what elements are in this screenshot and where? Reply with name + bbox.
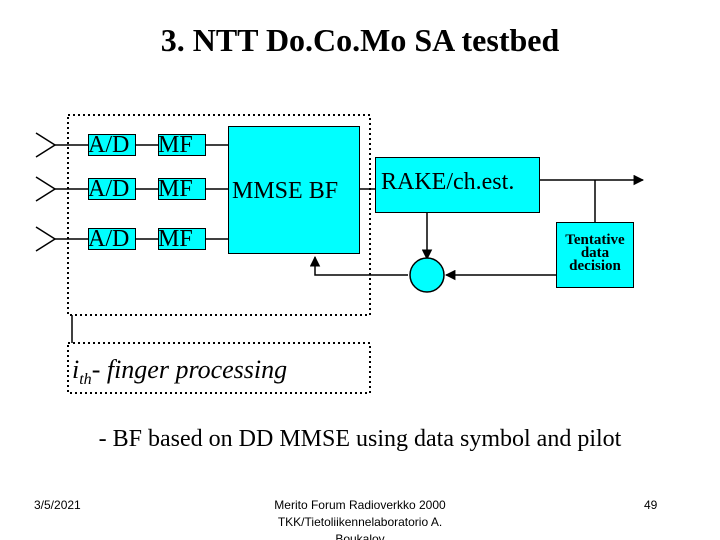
ad-converter-block-3 bbox=[88, 228, 136, 250]
ad-label-2: A/D bbox=[88, 176, 130, 202]
matched-filter-block-3 bbox=[158, 228, 206, 250]
matched-filter-block-2 bbox=[158, 178, 206, 200]
combiner-node bbox=[409, 257, 445, 293]
ad-converter-block-1 bbox=[88, 134, 136, 156]
mmse-bf-block bbox=[228, 126, 360, 254]
mf-label-3: MF bbox=[158, 226, 193, 252]
mmse-bf-label: MMSE BF bbox=[232, 178, 339, 204]
footer-center-line-1: Merito Forum Radioverkko 2000 bbox=[274, 498, 446, 512]
footer-page-number: 49 bbox=[644, 498, 658, 512]
mf-label-2: MF bbox=[158, 176, 193, 202]
footer-center: Merito Forum Radioverkko 2000 TKK/Tietol… bbox=[255, 497, 465, 540]
tentative-decision-block bbox=[556, 222, 634, 288]
footer-center-line-3: Boukalov bbox=[335, 532, 385, 540]
matched-filter-block-1 bbox=[158, 134, 206, 156]
ad-label-1: A/D bbox=[88, 132, 130, 158]
finger-processing-boundary bbox=[67, 342, 371, 394]
footer-center-line-2: TKK/Tietoliikennelaboratorio A. bbox=[277, 515, 443, 529]
footer-date: 3/5/2021 bbox=[34, 498, 81, 512]
finger-subscript: th bbox=[79, 371, 92, 389]
tentative-decision-label: Tentative data decision bbox=[556, 232, 634, 274]
rake-channel-estimation-block bbox=[375, 157, 540, 213]
beamformer-boundary bbox=[67, 114, 371, 316]
finger-prefix: i bbox=[72, 355, 80, 384]
finger-processing-label: ith- finger processing bbox=[72, 355, 287, 389]
beamforming-note: - BF based on DD MMSE using data symbol … bbox=[98, 426, 622, 452]
finger-text: - finger processing bbox=[91, 355, 288, 384]
ad-converter-block-2 bbox=[88, 178, 136, 200]
tentative-line-2: data bbox=[580, 245, 610, 261]
mf-label-1: MF bbox=[158, 132, 193, 158]
antenna-elements bbox=[35, 132, 88, 252]
rake-label: RAKE/ch.est. bbox=[381, 169, 515, 195]
slide-title: 3. NTT Do.Co.Mo SA testbed bbox=[160, 22, 560, 58]
ad-label-3: A/D bbox=[88, 226, 130, 252]
tentative-line-3: decision bbox=[569, 258, 621, 274]
signal-connections bbox=[71, 144, 645, 343]
tentative-line-1: Tentative bbox=[565, 232, 625, 248]
